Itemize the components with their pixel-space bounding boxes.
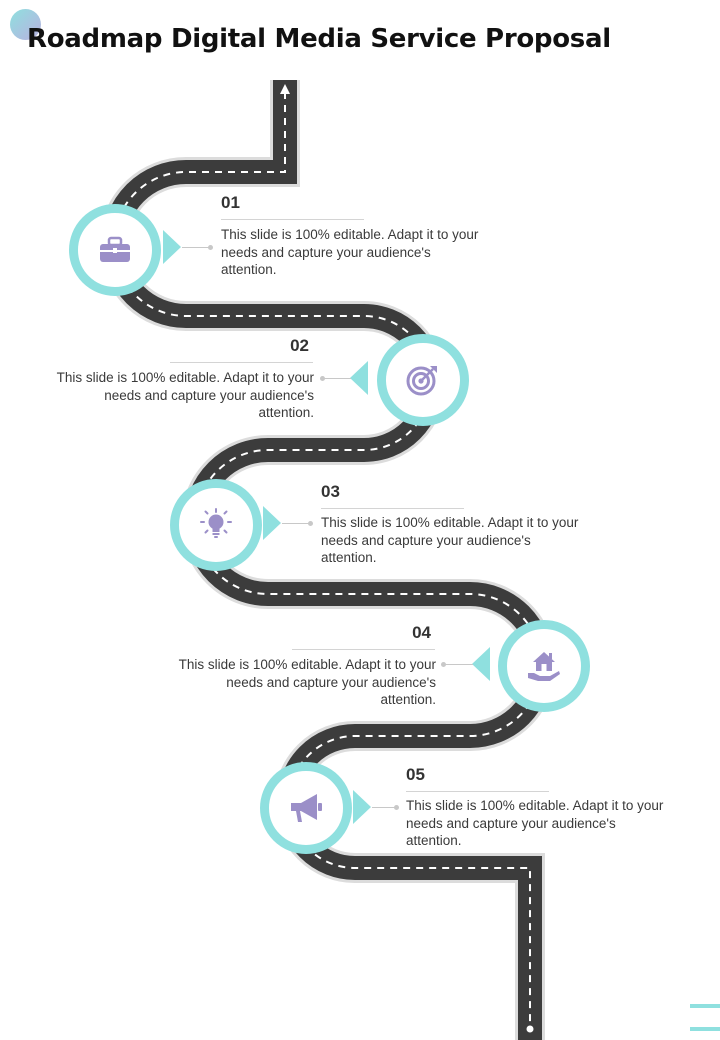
step-4-node [498,620,590,712]
step-5-rule [406,791,549,792]
step-4-rule [292,649,435,650]
decorative-edge-bar-1 [690,1004,720,1008]
step-4-number: 04 [412,623,431,642]
lightbulb-icon [200,508,232,538]
step-5-text: This slide is 100% editable. Adapt it to… [406,798,664,848]
decorative-corner-circle [10,9,41,40]
step-3-node [170,479,262,571]
step-2-text: This slide is 100% editable. Adapt it to… [56,370,314,420]
step-5-number: 05 [406,765,425,784]
step-1-leader [182,247,211,248]
decorative-edge-bar-2 [690,1027,720,1031]
step-5-node [260,762,352,854]
page-title: Roadmap Digital Media Service Proposal [27,24,611,54]
step-4-text: This slide is 100% editable. Adapt it to… [178,657,436,707]
step-3-number: 03 [321,482,340,501]
megaphone-icon [291,794,322,822]
step-3-text: This slide is 100% editable. Adapt it to… [321,515,579,565]
step-1-node [69,204,161,296]
step-2-pointer [350,361,368,395]
step-1-rule [221,219,364,220]
step-5-leader [372,807,397,808]
step-1-number: 01 [221,193,240,212]
step-3-rule [321,508,464,509]
step-2-number: 02 [290,336,309,355]
step-1-leader-dot [208,245,213,250]
step-2-node [377,334,469,426]
road-start-arrow [280,84,290,94]
target-icon [406,366,437,396]
step-1-pointer [163,230,181,264]
step-1-text: This slide is 100% editable. Adapt it to… [221,227,479,277]
step-3-leader [282,523,311,524]
step-3-pointer [263,506,281,540]
step-3-leader-dot [308,521,313,526]
step-4-leader [444,664,473,665]
step-2-rule [170,362,313,363]
step-2-leader-dot [320,376,325,381]
step-2-leader [323,378,351,379]
step-5-leader-dot [394,805,399,810]
house-in-hand-icon [528,652,560,681]
step-4-leader-dot [441,662,446,667]
road-end-dot [526,1025,534,1033]
step-5-pointer [353,790,371,824]
step-4-pointer [472,647,490,681]
briefcase-icon [100,236,130,262]
